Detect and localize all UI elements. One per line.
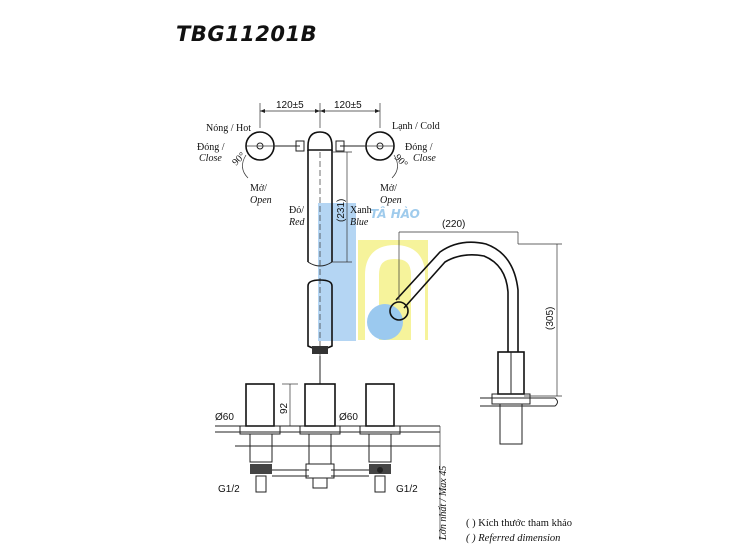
side-deck <box>480 397 558 407</box>
dim-spacing-right: 120±5 <box>334 100 362 111</box>
dim-231: (231) <box>336 199 347 222</box>
dim-dia-center: Ø60 <box>339 412 358 423</box>
label-open-right-en: Open <box>380 195 402 206</box>
valve-center <box>308 433 332 465</box>
side-shank <box>499 403 523 445</box>
note-reference-en: ( ) Referred dimension <box>466 533 560 544</box>
flange-center <box>299 425 341 435</box>
label-angle-right: 90° <box>392 152 410 170</box>
rotation-arc-left <box>242 154 249 179</box>
model-title: TBG11201B <box>176 22 318 46</box>
top-view: 120±5 120±5 (231) Nóng / Hot Lạnh / Cold… <box>197 100 440 360</box>
handle-cold-body <box>365 383 395 427</box>
handle-hot-body <box>245 383 275 427</box>
spout-curve-inner <box>403 254 509 352</box>
label-red: Đỏ/ <box>289 205 304 216</box>
valve-left <box>249 433 273 463</box>
inlet-right <box>374 475 386 493</box>
rotation-arc-right <box>391 154 398 179</box>
dim-arrows <box>260 109 380 113</box>
dim-thread-right: G1/2 <box>396 484 418 495</box>
side-flange <box>491 393 531 405</box>
label-cold: Lạnh / Cold <box>392 121 440 132</box>
bolt-right <box>377 467 383 473</box>
label-close-left: Đóng / <box>197 142 225 153</box>
label-close-left-en: Close <box>199 153 222 164</box>
note-reference-vi: ( ) Kích thước tham khảo <box>466 518 572 529</box>
label-angle-left: 90° <box>230 150 248 168</box>
front-view: 92 Ø60 Ø60 G1/2 G1/2 Lớn nhất / Max 45 <box>215 279 449 541</box>
spout-body <box>304 383 336 427</box>
nut-left <box>295 140 305 152</box>
label-open-left-en: Open <box>250 195 272 206</box>
dim-dia-left: Ø60 <box>215 412 234 423</box>
inlet-left <box>255 475 267 493</box>
watermark-bar-blue <box>318 203 356 341</box>
label-max-thickness: Lớn nhất / Max 45 <box>438 466 449 541</box>
valve-right <box>368 433 392 463</box>
spout-outlet <box>389 301 409 321</box>
outlet-center <box>312 477 328 489</box>
flange-right <box>359 425 401 435</box>
side-view: (220) (305) <box>389 219 562 445</box>
label-open-left: Mở/ <box>250 183 267 194</box>
dim-305: (305) <box>545 307 556 330</box>
dim-92: 92 <box>279 402 290 414</box>
dim-220: (220) <box>442 219 465 230</box>
label-hot: Nóng / Hot <box>206 123 251 134</box>
spout-top-cap <box>307 131 333 151</box>
dim-thread-left: G1/2 <box>218 484 240 495</box>
tee-center <box>305 463 335 479</box>
label-close-right: Đóng / <box>405 142 433 153</box>
dim-spacing-left: 120±5 <box>276 100 304 111</box>
nut-right <box>335 140 345 152</box>
label-open-right: Mở/ <box>380 183 397 194</box>
label-red-en: Red <box>288 217 306 228</box>
spout-aerator <box>312 346 328 354</box>
watermark-circle <box>367 304 403 340</box>
label-blue-en: Blue <box>350 217 369 228</box>
watermark-logo: TÂ HÀO <box>318 203 428 341</box>
watermark-arch <box>365 244 425 340</box>
spout-curve-outer <box>395 241 519 352</box>
flange-left <box>239 425 281 435</box>
label-blue: Xanh <box>350 205 372 216</box>
label-close-right-en: Close <box>413 153 436 164</box>
valve-left-knurl <box>250 464 272 474</box>
watermark-text: TÂ HÀO <box>370 206 420 221</box>
